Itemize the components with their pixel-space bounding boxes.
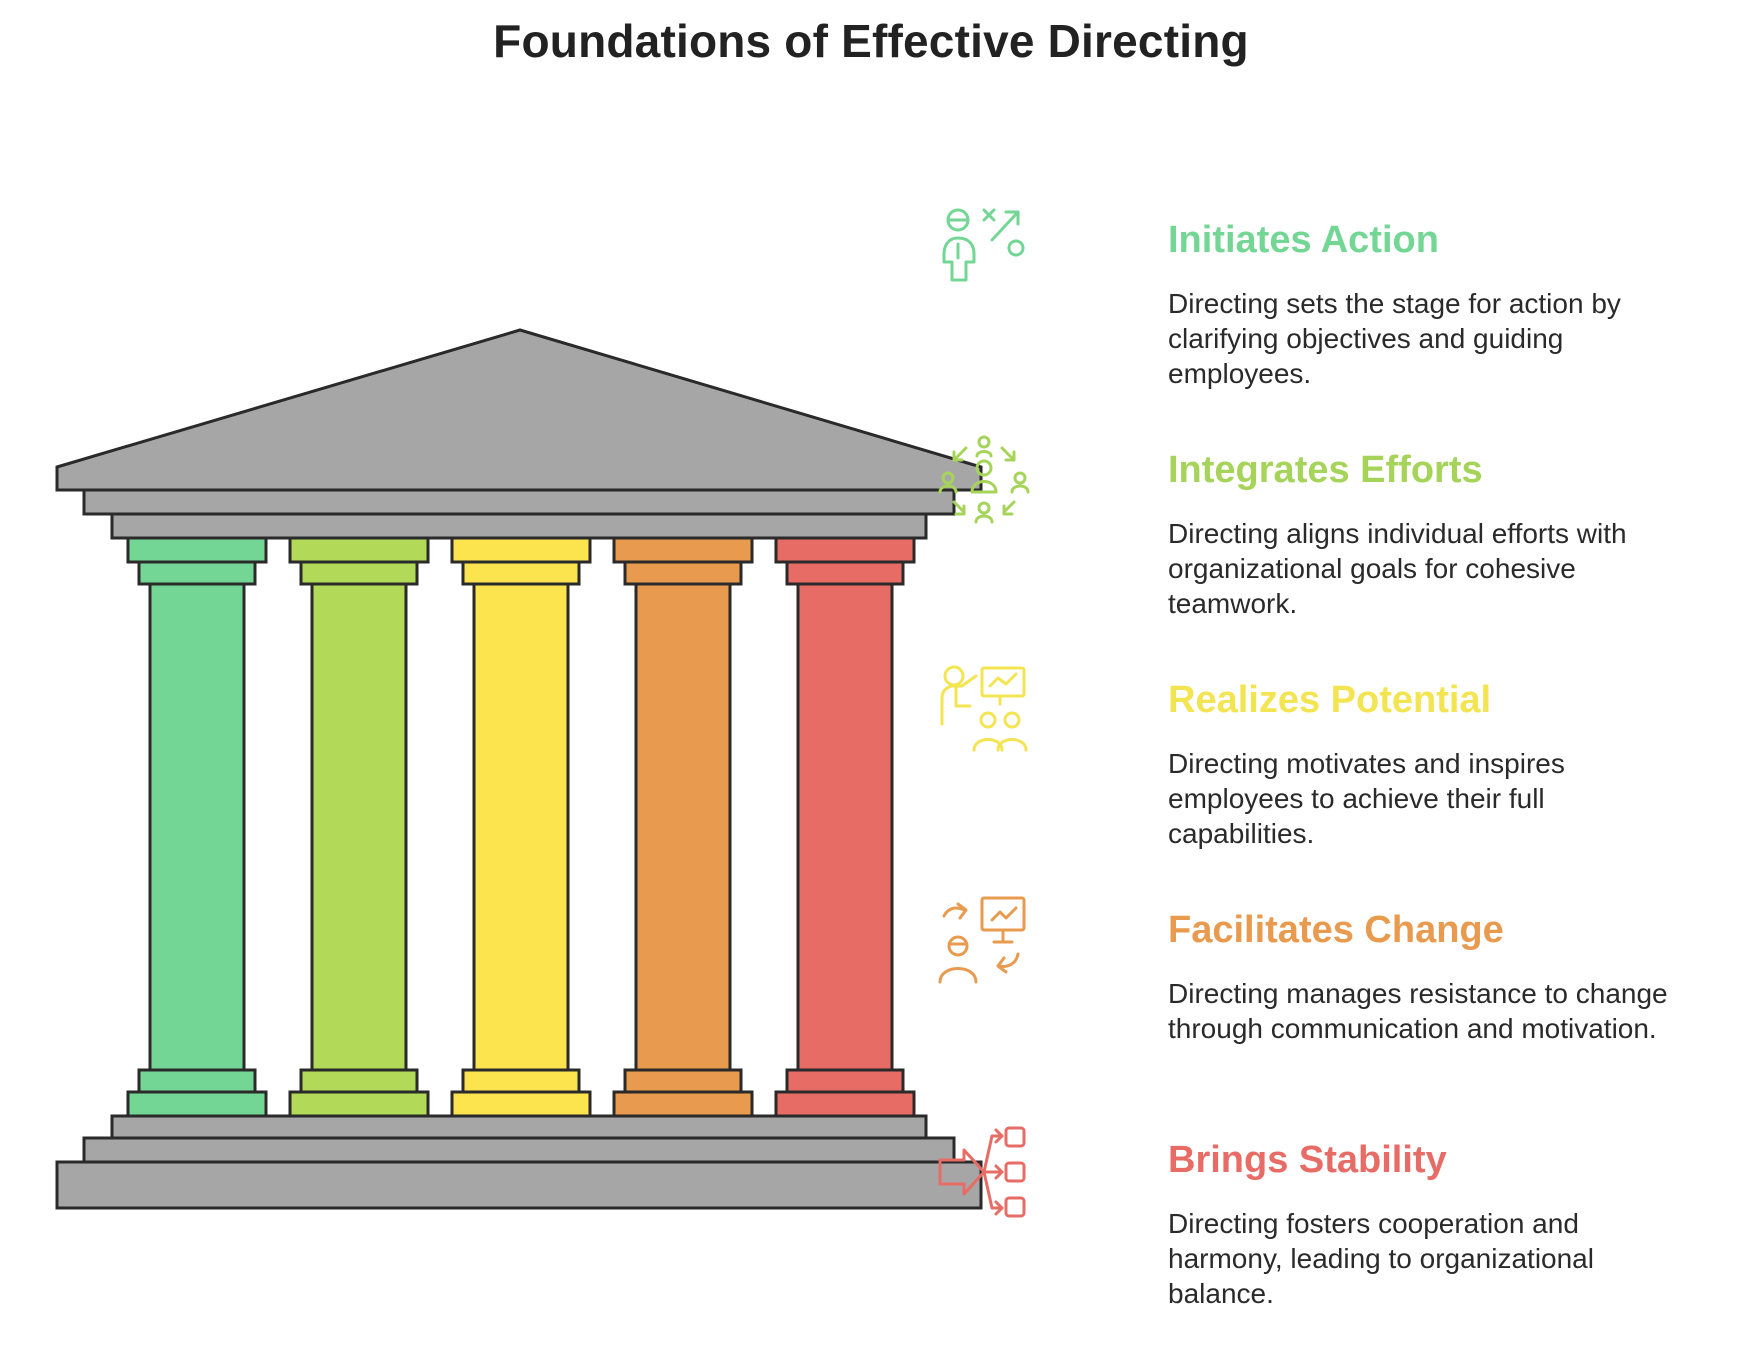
item-title: Brings Stability: [1168, 1139, 1447, 1181]
item-description: Directing aligns individual efforts with…: [1168, 518, 1627, 619]
pillar-3: [450, 536, 592, 1118]
distribution-flow-icon: [938, 1126, 1026, 1218]
pillar-5: [774, 536, 916, 1118]
temple-base-step-3: [55, 1160, 983, 1210]
temple-base-step-2: [82, 1136, 956, 1164]
change-presentation-icon: [938, 896, 1026, 984]
item-title: Initiates Action: [1168, 219, 1439, 261]
temple-base-step-1: [110, 1114, 928, 1140]
presenter-audience-icon: [940, 665, 1028, 752]
pillar-2: [288, 536, 430, 1118]
pillar-4: [612, 536, 754, 1118]
item-description: Directing sets the stage for action by c…: [1168, 288, 1621, 389]
page-title: Foundations of Effective Directing: [493, 15, 1249, 67]
pillar-1: [126, 536, 268, 1118]
team-integration-icon: [938, 435, 1030, 524]
item-description: Directing manages resistance to change t…: [1168, 978, 1668, 1044]
item-title: Facilitates Change: [1168, 909, 1504, 951]
item-title: Integrates Efforts: [1168, 449, 1483, 491]
temple-architrave-top: [82, 488, 956, 516]
strategy-person-icon: [942, 208, 1025, 282]
item-title: Realizes Potential: [1168, 679, 1492, 721]
temple-roof: [55, 328, 983, 492]
item-description: Directing motivates and inspires employe…: [1168, 748, 1565, 849]
item-description: Directing fosters cooperation and harmon…: [1168, 1208, 1594, 1309]
temple-architrave-bottom: [110, 512, 928, 540]
